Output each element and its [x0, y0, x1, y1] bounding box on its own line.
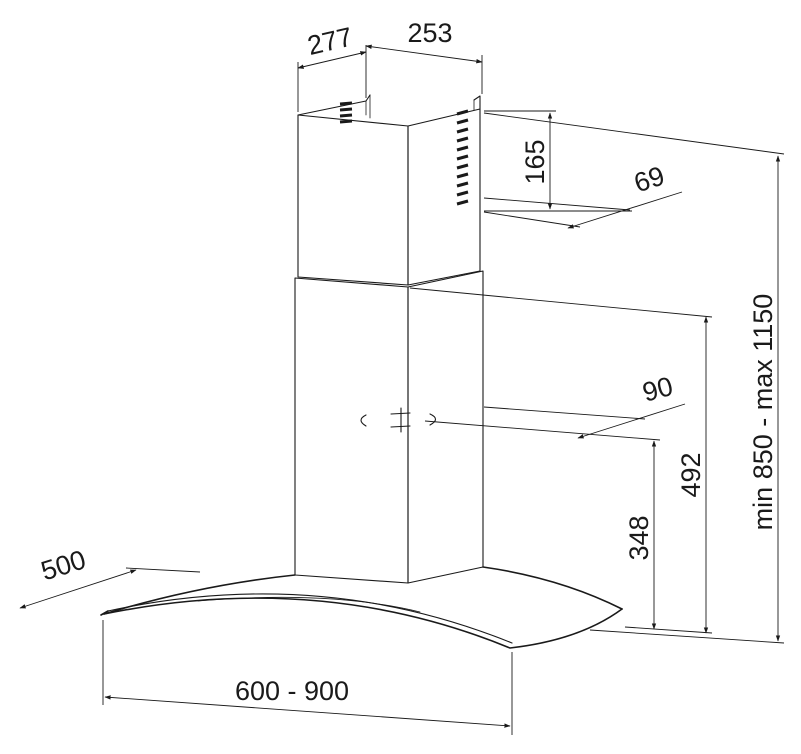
dimension-vent-height: 165 [484, 111, 632, 211]
dimension-total-height: min 850 - max 1150 [484, 113, 784, 643]
label-hood-width: 600 - 900 [235, 676, 349, 706]
label-165: 165 [520, 139, 550, 184]
outlet-marker [361, 408, 436, 432]
label-500: 500 [37, 544, 89, 586]
upper-vent-slots-right [457, 111, 468, 204]
dimension-chimney-depth: 277 [298, 22, 366, 112]
label-90: 90 [639, 371, 676, 408]
label-277: 277 [305, 22, 356, 61]
label-348: 348 [624, 515, 654, 560]
label-69: 69 [630, 161, 668, 199]
label-total-height: min 850 - max 1150 [748, 294, 778, 531]
dimension-lower-chimney-height: 492 [410, 288, 712, 633]
label-492: 492 [676, 452, 706, 497]
lower-chimney [295, 271, 483, 583]
dimension-hood-depth: 500 [20, 544, 200, 608]
dimension-vent-offset: 69 [484, 161, 682, 228]
dimension-chimney-width: 253 [366, 18, 482, 94]
upper-chimney [298, 95, 480, 285]
label-253: 253 [407, 18, 452, 48]
canopy [101, 567, 622, 648]
dimension-hood-width: 600 - 900 [103, 620, 512, 735]
dimension-outlet-height: 348 [425, 421, 660, 629]
